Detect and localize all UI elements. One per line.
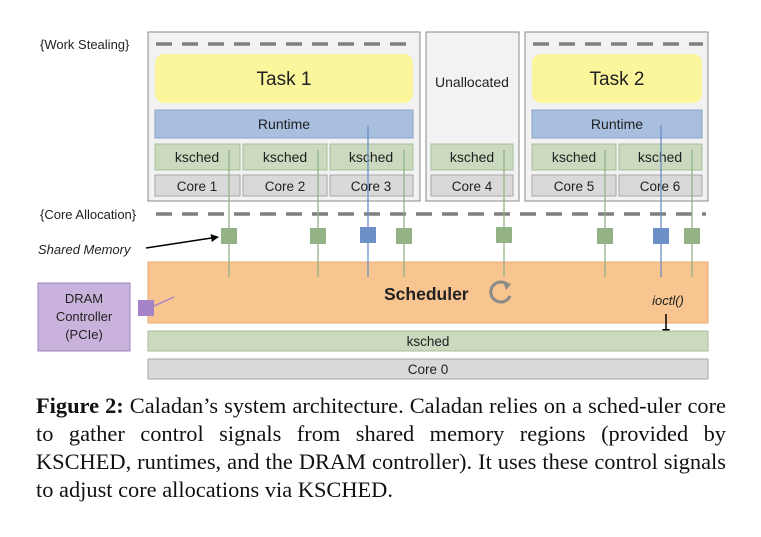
- unallocated-label: Unallocated: [435, 74, 509, 90]
- dram-controller-box: [37, 282, 131, 352]
- shared-memory-core6: [684, 228, 700, 244]
- dram-label-line1: DRAM: [65, 291, 103, 306]
- core5-box: [531, 174, 617, 197]
- caption-text-2: , runtimes, and the DRAM controller). It…: [36, 449, 726, 502]
- shared-memory-core3: [396, 228, 412, 244]
- ksched-core1-label: ksched: [175, 149, 219, 165]
- core0-label: Core 0: [408, 362, 449, 377]
- shared-memory-core2: [310, 228, 326, 244]
- figure-caption: Figure 2: Caladan’s system architecture.…: [36, 392, 726, 504]
- task1-runtime: [154, 109, 414, 139]
- ksched-core0-label: ksched: [407, 334, 450, 349]
- shared-memory-core4: [496, 227, 512, 243]
- core0-box: [147, 358, 709, 380]
- core6-label: Core 6: [640, 179, 681, 194]
- scheduler-box: [147, 261, 709, 324]
- core5-label: Core 5: [554, 179, 595, 194]
- shared-memory-dram: [138, 300, 154, 316]
- ksched-core1: [154, 143, 241, 171]
- caption-ksched-2: KSCHED: [297, 477, 388, 502]
- core3-label: Core 3: [351, 179, 392, 194]
- task1-box: [155, 54, 413, 103]
- core1-box: [154, 174, 241, 197]
- core1-label: Core 1: [177, 179, 218, 194]
- core4-label: Core 4: [452, 179, 493, 194]
- dram-label-line3: (PCIe): [65, 327, 103, 342]
- ksched-core6-label: ksched: [638, 149, 682, 165]
- core2-label: Core 2: [265, 179, 306, 194]
- ksched-core5: [531, 143, 617, 171]
- core-allocation-label: {Core Allocation}: [40, 207, 137, 222]
- core3-box: [329, 174, 414, 197]
- shared-memory-core1: [221, 228, 237, 244]
- task1-label: Task 1: [257, 69, 312, 90]
- dram-label-line2: Controller: [56, 309, 113, 324]
- ioctl-label: ioctl(): [652, 293, 684, 308]
- ksched-core4: [430, 143, 514, 171]
- task2-runtime: [531, 109, 703, 139]
- ksched-core4-label: ksched: [450, 149, 494, 165]
- shared-memory-core5: [597, 228, 613, 244]
- task2-runtime-label: Runtime: [591, 116, 643, 132]
- ksched-core2: [242, 143, 328, 171]
- caption-text-3: .: [387, 477, 393, 502]
- task1-runtime-label: Runtime: [258, 116, 310, 132]
- task2-label: Task 2: [590, 69, 645, 90]
- shared-memory-runtime-task1: [360, 227, 376, 243]
- ksched-core5-label: ksched: [552, 149, 596, 165]
- figure-number: Figure 2:: [36, 393, 124, 418]
- caption-ksched-1: KSCHED: [36, 449, 126, 474]
- core2-box: [242, 174, 328, 197]
- shared-memory-arrow: [145, 234, 219, 249]
- work-stealing-label: {Work Stealing}: [40, 37, 130, 52]
- ksched-core2-label: ksched: [263, 149, 307, 165]
- ksched-core0: [147, 330, 709, 352]
- scheduler-label: Scheduler: [384, 284, 469, 304]
- ksched-core3-label: ksched: [349, 149, 393, 165]
- shared-memory-label: Shared Memory: [38, 242, 132, 257]
- connector-dram: [153, 296, 175, 307]
- shared-memory-runtime-task2: [653, 228, 669, 244]
- ksched-core3: [329, 143, 414, 171]
- architecture-diagram: {Work Stealing} Task 1 Task 2 Unallocate…: [37, 31, 709, 380]
- task2-box: [532, 54, 702, 103]
- cycle-icon: [489, 280, 512, 304]
- caption-text-1: Caladan’s system architecture. Caladan r…: [36, 393, 726, 446]
- core4-box: [430, 174, 514, 197]
